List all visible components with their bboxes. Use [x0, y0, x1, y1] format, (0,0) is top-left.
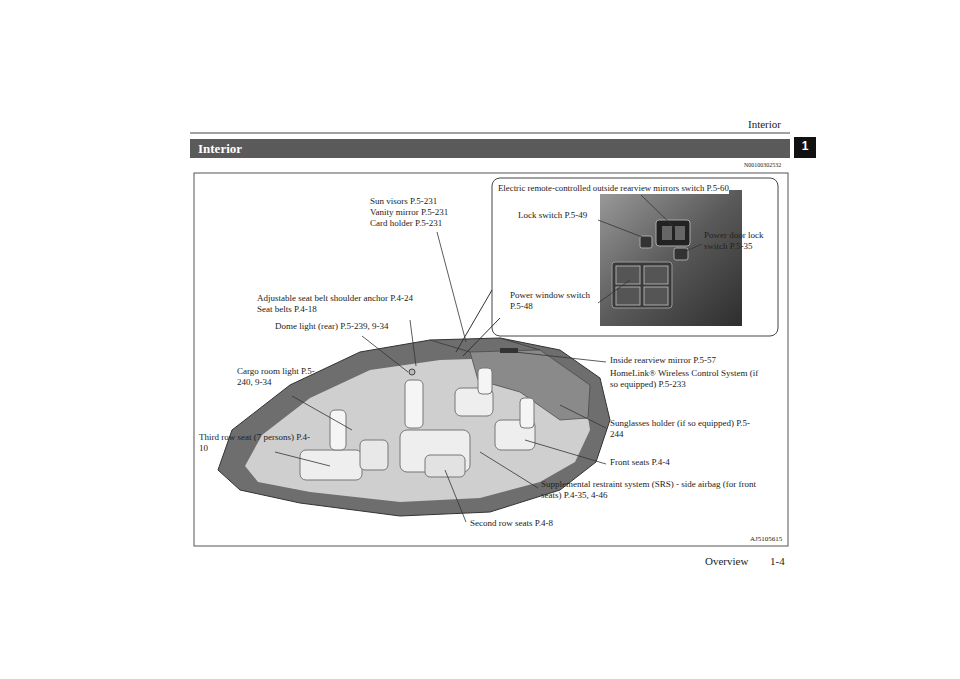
- section-title: Interior: [198, 141, 242, 157]
- callout-label: Power window switch P.5-48: [510, 290, 598, 312]
- callout-label: Vanity mirror P.5-231: [370, 207, 448, 218]
- callout-label: Supplemental restraint system (SRS) - si…: [541, 479, 765, 501]
- callout-label: Adjustable seat belt shoulder anchor P.4…: [257, 293, 413, 304]
- page-number: 1-4: [770, 555, 785, 568]
- callout-label: Electric remote-controlled outside rearv…: [498, 183, 729, 194]
- callout-label: Second row seats P.4-8: [470, 518, 553, 529]
- callout-label: Dome light (rear) P.5-239, 9-34: [275, 321, 388, 332]
- figure-code: AJ5105615: [750, 535, 782, 543]
- callout-label: Front seats P.4-4: [610, 457, 670, 468]
- running-header: Interior: [748, 118, 781, 131]
- callout-label: Sun visors P.5-231: [370, 196, 437, 207]
- callout-label: Power door lock switch P.5-35: [704, 230, 776, 252]
- callout-label: Lock switch P.5-49: [518, 210, 587, 221]
- callout-label: Cargo room light P.5-240, 9-34: [237, 366, 317, 388]
- reference-code: N00100302532: [744, 162, 781, 169]
- callout-label: Inside rearview mirror P.5-57: [610, 355, 716, 366]
- footer-section: Overview: [705, 555, 748, 568]
- callout-label: Card holder P.5-231: [370, 218, 442, 229]
- callout-label: HomeLink® Wireless Control System (if so…: [610, 368, 768, 390]
- chapter-tab: 1: [794, 139, 816, 153]
- callout-label: Seat belts P.4-18: [257, 304, 317, 315]
- callout-label: Third row seat (7 persons) P.4-10: [199, 432, 313, 454]
- callout-label: Sunglasses holder (if so equipped) P.5-2…: [610, 418, 762, 440]
